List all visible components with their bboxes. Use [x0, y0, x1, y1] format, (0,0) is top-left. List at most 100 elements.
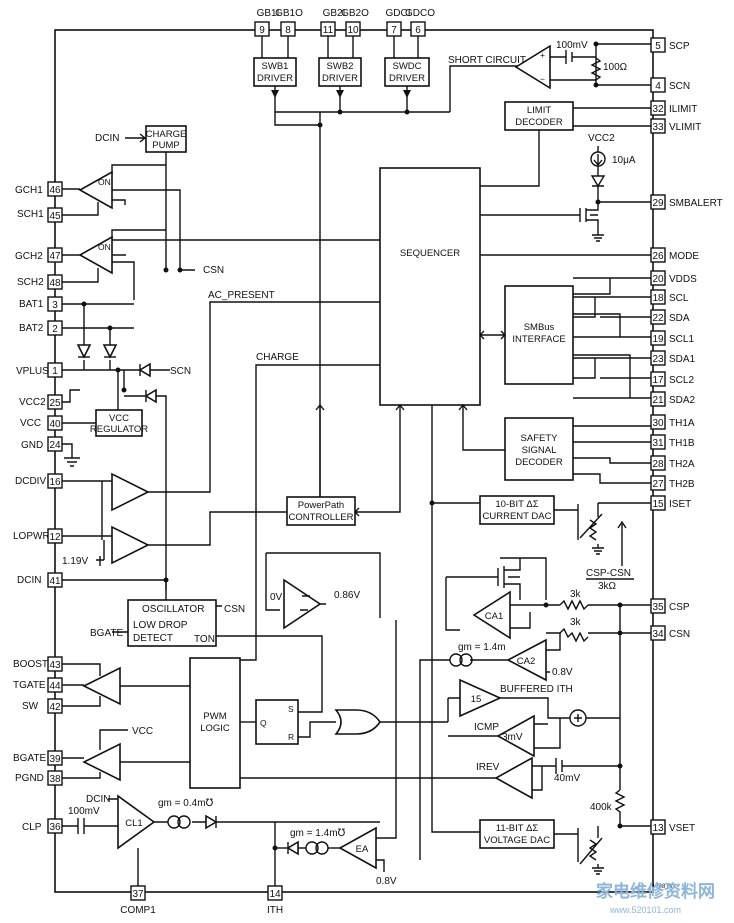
svg-text:INTERFACE: INTERFACE — [512, 334, 565, 345]
v100m-label: 100mV — [556, 40, 588, 51]
svg-text:16: 16 — [49, 477, 61, 488]
icmp-comparator — [496, 714, 535, 758]
pin-11: 11 — [323, 25, 334, 36]
pin-label-smbalert: SMBALERT — [669, 198, 723, 209]
svg-text:SWDC: SWDC — [392, 61, 421, 72]
svg-text:23: 23 — [652, 354, 664, 365]
svg-text:LOPWR: LOPWR — [13, 531, 50, 542]
svg-text:1: 1 — [52, 366, 58, 377]
v086-label: 0.86V — [334, 590, 360, 601]
pin-label-th2a: TH2A — [669, 459, 695, 470]
oscillator-block: OSCILLATOR LOW DROP DETECT — [127, 599, 217, 647]
svg-text:CA1: CA1 — [485, 611, 503, 622]
svg-text:TGATE: TGATE — [13, 680, 46, 691]
svg-text:15: 15 — [652, 499, 664, 510]
dcin-label-cl1: DCIN — [86, 794, 110, 805]
svg-text:SAFETY: SAFETY — [521, 433, 559, 444]
svg-text:CA2: CA2 — [517, 656, 535, 667]
v08b-label-ea: 0.8V — [376, 876, 397, 887]
r400k-label: 400k — [590, 802, 613, 813]
svg-text:DRIVER: DRIVER — [389, 73, 425, 84]
pin-10: 10 — [347, 25, 359, 36]
svg-text:44: 44 — [49, 681, 61, 692]
svg-text:42: 42 — [49, 702, 61, 713]
left-pins: GCH1 46 SCH1 45 GCH2 47 SCH2 48 BAT1 3 B… — [13, 181, 63, 834]
svg-text:LOGIC: LOGIC — [200, 723, 230, 734]
short-circuit-label: SHORT CIRCUIT — [448, 55, 526, 66]
svg-text:GCH1: GCH1 — [15, 185, 43, 196]
svg-text:37: 37 — [132, 889, 144, 900]
svg-text:11-BIT ΔΣ: 11-BIT ΔΣ — [496, 823, 539, 834]
svg-text:DECODER: DECODER — [515, 117, 563, 128]
gm14-label: gm = 1.4m — [458, 642, 506, 653]
pin-label-scn: SCN — [669, 81, 690, 92]
svg-text:12: 12 — [49, 532, 61, 543]
pin-label-gb2i: GB2I — [323, 8, 346, 19]
r100-label: 100Ω — [603, 62, 628, 73]
pin-label-gb1o: GB1O — [275, 8, 303, 19]
svg-text:+: + — [540, 50, 545, 60]
pin-label-csn: CSN — [669, 629, 690, 640]
svg-text:18: 18 — [652, 293, 664, 304]
watermark-url: www.520101.com — [609, 905, 681, 915]
svg-text:40: 40 — [49, 419, 61, 430]
scn-label-left: SCN — [170, 366, 191, 377]
c100n-label: 100mV — [68, 806, 100, 817]
pin-label-iset: ISET — [669, 499, 691, 510]
csn-label-left: CSN — [203, 265, 224, 276]
svg-text:BOOST: BOOST — [13, 659, 48, 670]
ac-present-label: AC_PRESENT — [208, 290, 275, 301]
ea-amplifier — [338, 826, 377, 870]
v0-label: 0V — [270, 592, 283, 603]
vcc-label-bgate: VCC — [132, 726, 153, 737]
svg-text:39: 39 — [49, 754, 61, 765]
v119-label: 1.19V — [62, 556, 88, 567]
pin-label-gb1i: GB1I — [257, 8, 280, 19]
svg-text:28: 28 — [652, 459, 664, 470]
svg-text:48: 48 — [49, 278, 61, 289]
svg-text:45: 45 — [49, 211, 61, 222]
vcc2-label: VCC2 — [588, 133, 615, 144]
svg-text:2: 2 — [52, 324, 58, 335]
svg-text:DRIVER: DRIVER — [257, 73, 293, 84]
pin-label-gb2o: GB2O — [341, 8, 369, 19]
ca1-amplifier — [472, 590, 511, 640]
svg-text:CLP: CLP — [22, 822, 42, 833]
svg-text:SWB2: SWB2 — [327, 61, 354, 72]
pin-label-ilimit: ILIMIT — [669, 104, 697, 115]
svg-text:VCC: VCC — [20, 418, 41, 429]
svg-text:SMBus: SMBus — [524, 322, 555, 333]
svg-text:20: 20 — [652, 274, 664, 285]
r3k-ratio-label: 3kΩ — [598, 581, 617, 592]
pin-37 — [130, 885, 146, 901]
pin-8: 8 — [285, 25, 291, 36]
svg-text:DCDIV: DCDIV — [15, 476, 46, 487]
svg-text:GCH2: GCH2 — [15, 251, 43, 262]
svg-text:VCC: VCC — [109, 413, 129, 424]
icmp-label: ICMP — [474, 722, 499, 733]
svg-text:22: 22 — [652, 313, 664, 324]
pin-label-vlimit: VLIMIT — [669, 122, 701, 133]
svg-text:SWB1: SWB1 — [262, 61, 289, 72]
pin-label-th2b: TH2B — [669, 479, 695, 490]
pin-label-scl2: SCL2 — [669, 375, 694, 386]
sr-latch — [255, 699, 299, 745]
svg-text:EA: EA — [356, 844, 369, 855]
pin-label-gdco: GDCO — [405, 8, 435, 19]
svg-text:19: 19 — [652, 334, 664, 345]
pin-label-csp: CSP — [669, 602, 690, 613]
svg-text:46: 46 — [49, 185, 61, 196]
threshold-comparator — [283, 578, 322, 630]
gm04-label: gm = 0.4m℧ — [158, 798, 214, 809]
svg-text:3: 3 — [52, 300, 58, 311]
svg-text:BAT1: BAT1 — [19, 299, 44, 310]
svg-text:REGULATOR: REGULATOR — [90, 424, 148, 435]
irev-comparator — [494, 756, 533, 800]
svg-text:21: 21 — [652, 395, 664, 406]
pin-label-comp1: COMP1 — [120, 905, 156, 916]
svg-text:SEQUENCER: SEQUENCER — [400, 248, 460, 259]
